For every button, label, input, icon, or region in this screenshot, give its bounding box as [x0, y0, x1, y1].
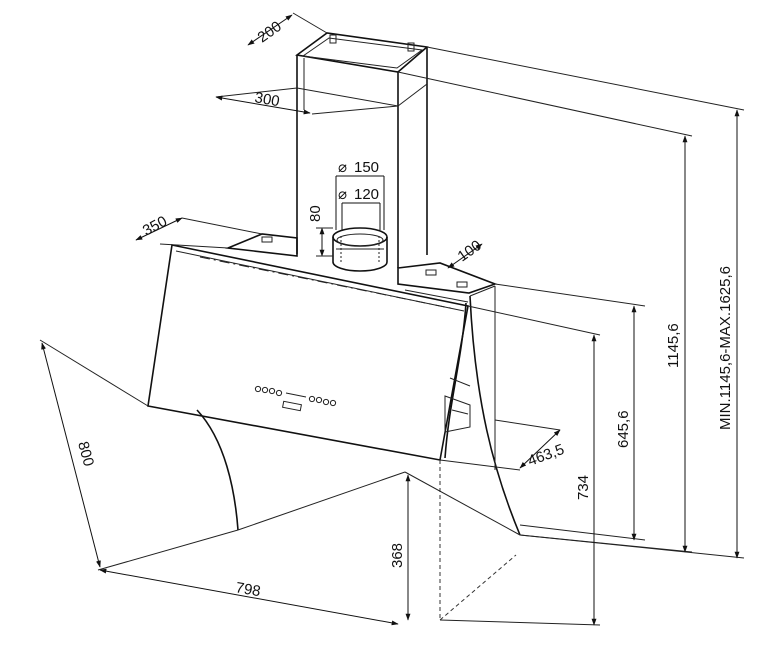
control-buttons: [254, 385, 337, 407]
control-panel: [254, 385, 337, 412]
dim-300-label: 300: [253, 89, 281, 110]
dim-min-max-height: MIN.1145,6-MAX.1625,6: [717, 109, 740, 559]
dim-734-label: 734: [575, 475, 592, 500]
dim-diameter-120: ⌀ 120: [338, 186, 381, 230]
dim-798: 798: [99, 568, 399, 626]
dim-80: 80: [307, 205, 333, 257]
dim-800-label: 800: [74, 440, 97, 469]
top-casing: [224, 233, 498, 303]
dim-645-label: 645,6: [615, 410, 632, 448]
diameter-symbol-120: ⌀: [338, 186, 347, 203]
dim-200: 200: [247, 14, 293, 46]
dim-diameter-150: ⌀ 150: [335, 159, 385, 230]
dim-100-label: 100: [455, 237, 485, 265]
dim-200-label: 200: [255, 18, 285, 46]
dim-350: 350: [135, 213, 183, 241]
diameter-symbol-150: ⌀: [338, 159, 347, 176]
dim-645: 645,6: [615, 305, 637, 541]
dim-368: 368: [389, 474, 411, 621]
hood-body: [196, 285, 521, 536]
dim-463: 463,5: [519, 429, 567, 470]
dim-range-label: MIN.1145,6-MAX.1625,6: [717, 266, 734, 430]
duct-collar: [332, 227, 388, 272]
dim-80-label: 80: [307, 205, 324, 222]
dim-734: 734: [575, 334, 597, 626]
glass-panel: [147, 244, 469, 461]
dim-300: 300: [215, 89, 311, 115]
dim-800: 800: [41, 342, 101, 568]
dim-368-label: 368: [389, 543, 406, 568]
dim-463-label: 463,5: [526, 441, 567, 470]
dim-150-label: 150: [354, 159, 379, 176]
dim-1145-label: 1145,6: [665, 323, 682, 368]
dim-1145: 1145,6: [665, 135, 688, 553]
chimney: [294, 32, 429, 268]
dim-100: 100: [447, 237, 485, 269]
dim-120-label: 120: [354, 186, 379, 203]
hidden-edges: [439, 460, 517, 621]
dim-798-label: 798: [234, 579, 262, 600]
